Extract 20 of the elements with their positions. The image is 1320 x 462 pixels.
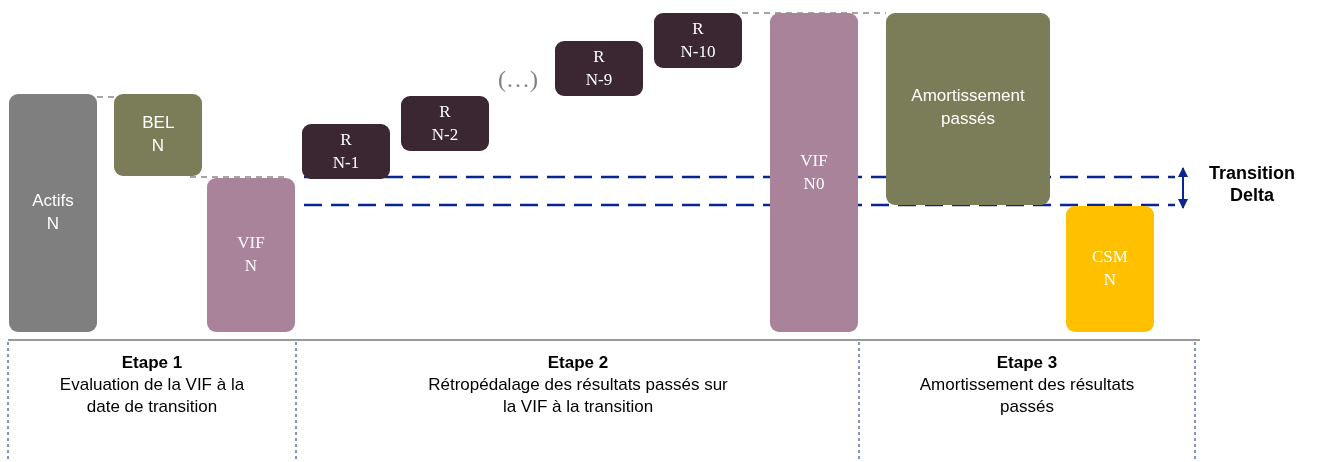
step-description: Amortissement des résultats passés [918, 374, 1136, 419]
bar-block: BEL N [114, 94, 202, 176]
step-description: Evaluation de la VIF à la date de transition [58, 374, 246, 419]
step-description: Rétropédalage des résultats passés sur la VIF à la transition [428, 374, 728, 419]
step-heading: Etape 3 [995, 352, 1059, 374]
ellipsis-label: (…) [498, 66, 539, 93]
bar-block: R N-9 [555, 41, 643, 96]
dimension-label: Transition Delta [1208, 163, 1296, 207]
bar-block: VIF N [207, 178, 295, 332]
bar-block: CSM N [1066, 206, 1154, 332]
bar-block: R N-10 [654, 13, 742, 68]
bar-block: R N-2 [401, 96, 489, 151]
connector-line [96, 96, 115, 98]
bar-block: Amortissement passés [886, 13, 1050, 205]
connector-line [741, 12, 887, 14]
step-heading: Etape 2 [546, 352, 610, 374]
bar-block: Actifs N [9, 94, 97, 332]
bar-block: R N-1 [302, 124, 390, 179]
step-heading: Etape 1 [120, 352, 184, 374]
bar-block: VIF N0 [770, 13, 858, 332]
